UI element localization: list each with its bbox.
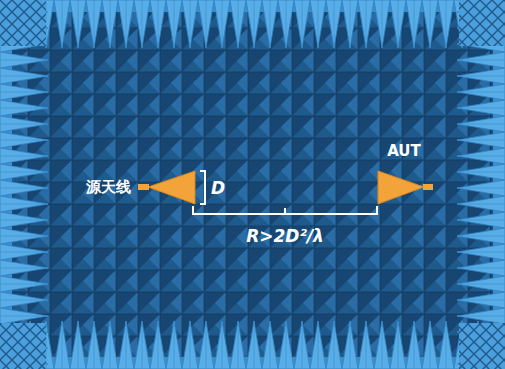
dimension-label: D [211,179,225,198]
corner-absorber [0,0,46,46]
aut-horn [378,171,424,204]
top-absorbers [0,0,505,48]
corner-absorber [0,323,46,369]
right-absorbers [457,0,505,369]
left-absorbers [0,0,48,369]
distance-label: R>2D²/λ [246,227,324,246]
corner-absorber [459,0,505,46]
source-horn [148,171,195,204]
source-feed [138,184,149,190]
bottom-absorbers [0,321,505,369]
antenna-label: AUT [387,143,421,160]
absorber-floor [12,12,493,357]
distance-bracket [193,206,377,214]
aperture-bracket [200,171,205,204]
aut-feed [423,184,433,190]
corner-absorber [459,323,505,369]
antenna-label: 源天线 [86,179,131,196]
